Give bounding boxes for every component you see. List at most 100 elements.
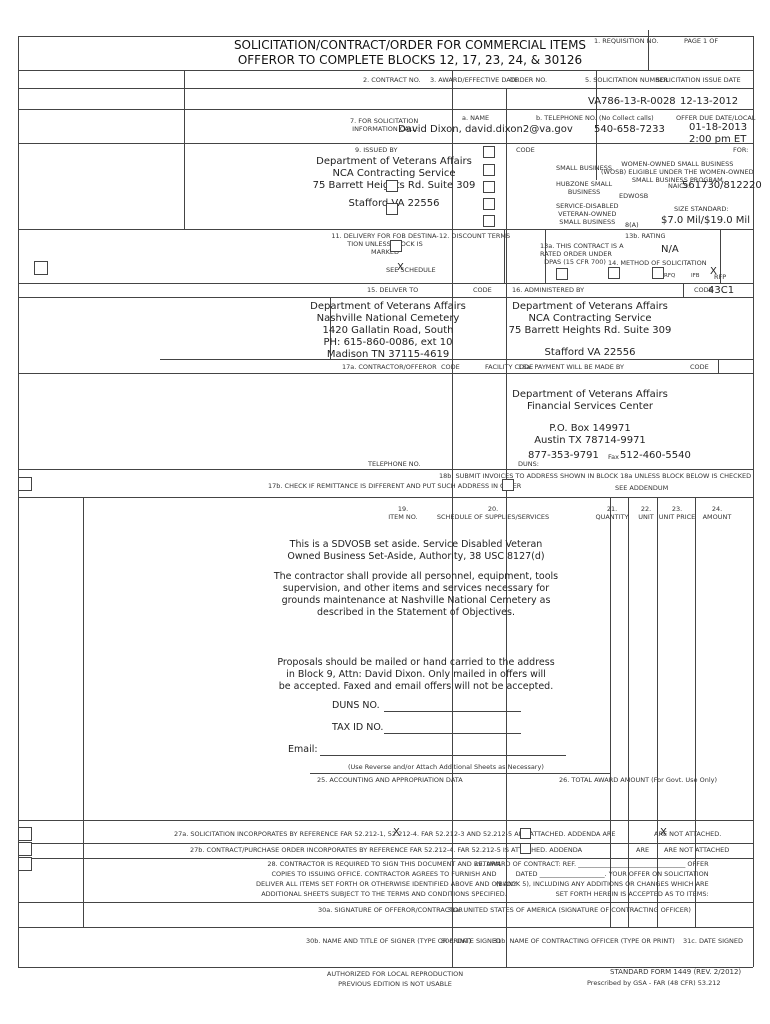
ifb-checkbox[interactable] [652, 267, 664, 279]
due-time: 2:00 pm ET [689, 134, 747, 145]
issued-by-label: 9. ISSUED BY [355, 146, 398, 154]
phone-label: b. TELEPHONE NO. (No Collect calls) [536, 114, 654, 122]
see-schedule-label: SEE SCHEDULE [386, 266, 436, 274]
total-award-label: 26. TOTAL AWARD AMOUNT (For Govt. Use On… [559, 776, 718, 784]
clause-28: 28. CONTRACTOR IS REQUIRED TO SIGN THIS … [256, 860, 517, 898]
eight-a-label: 8(A) [625, 221, 639, 229]
contractor-label: 17a. CONTRACTOR/OFFEROR [342, 363, 437, 371]
clause-29: 29. AWARD OF CONTRACT: REF. ____________… [474, 860, 709, 898]
wosb-label: WOMEN-OWNED SMALL BUSINESS (WOSB) ELIGIB… [601, 160, 754, 184]
delivery-fob-label: 11. DELIVERY FOR FOB DESTINA- TION UNLES… [331, 232, 439, 256]
fax-label: Fax [608, 453, 619, 461]
hubzone-checkbox[interactable] [483, 164, 495, 176]
eight-a-checkbox[interactable] [483, 215, 495, 227]
issue-date: 12-13-2012 [680, 96, 739, 107]
contract-no-label: 2. CONTRACT NO. [363, 76, 421, 84]
rfq-checkbox[interactable] [608, 267, 620, 279]
clause-27b-box[interactable] [520, 843, 531, 854]
size-standard-label: SIZE STANDARD: [674, 205, 729, 213]
rfq-label: RFQ [664, 273, 676, 279]
clause-27b-checkbox[interactable] [18, 842, 32, 856]
form-code: 126 [559, 53, 583, 67]
footer-left: AUTHORIZED FOR LOCAL REPRODUCTION PREVIO… [326, 970, 464, 988]
payment-code-label: CODE [690, 363, 709, 371]
duns-label: DUNS: [518, 460, 539, 468]
deliver-to-label: 15. DELIVER TO [367, 286, 419, 294]
duns-no-line [384, 711, 521, 712]
clause-27a-checkbox[interactable] [18, 827, 32, 841]
col-amount: 24.AMOUNT [702, 505, 732, 521]
issuer-box-2 [386, 203, 398, 215]
col-schedule: 20.SCHEDULE OF SUPPLIES/SERVICES [436, 505, 550, 521]
naics-value: 561730/812220 [682, 180, 762, 191]
date-signed-label: 30c. DATE SIGNED [441, 937, 502, 945]
issue-date-label: SOLICITATION ISSUE DATE [656, 76, 741, 84]
rating-label: 13b. RATING [625, 232, 666, 240]
edwosb-checkbox[interactable] [483, 181, 495, 193]
block7-label: 7. FOR SOLICITATION INFORMATION CALL: [350, 117, 419, 133]
fob-checkbox[interactable] [390, 240, 402, 252]
name-label: a. NAME [462, 114, 490, 122]
clause-28-checkbox[interactable] [18, 857, 32, 871]
page-label: PAGE 1 OF [684, 37, 719, 45]
rfp-mark: X [710, 266, 717, 277]
submit-invoices-label: 18b. SUBMIT INVOICES TO ADDRESS SHOWN IN… [439, 472, 752, 480]
clause-27a-mark-2: X [660, 827, 667, 838]
accounting-label: 25. ACCOUNTING AND APPROPRIATION DATA [317, 776, 463, 784]
email-label: Email: [288, 744, 318, 755]
title-line-1: SOLICITATION/CONTRACT/ORDER FOR COMMERCI… [233, 38, 587, 52]
schedule-paragraph-1: This is a SDVOSB set aside. Service Disa… [287, 539, 545, 562]
col-unit: 22.UNIT [638, 505, 654, 521]
prescribed-label: Prescribed by GSA - FAR (48 CFR) 53.212 [587, 979, 721, 987]
issuer-box-1 [386, 180, 398, 192]
edwosb-label: EDWOSB [619, 192, 649, 200]
remittance-label: 17b. CHECK IF REMITTANCE IS DIFFERENT AN… [268, 482, 522, 490]
title-line-2: OFFEROR TO COMPLETE BLOCKS 12, 17, 23, 2… [237, 53, 583, 67]
left-margin-checkbox[interactable] [34, 261, 48, 275]
rated-order-checkbox[interactable] [556, 268, 568, 280]
admin-code-label: CODE [694, 286, 713, 294]
hubzone-label: HUBZONE SMALL BUSINESS [556, 180, 613, 196]
rated-order-label: 13a. THIS CONTRACT IS A RATED ORDER UNDE… [540, 242, 624, 266]
schedule-paragraph-2: The contractor shall provide all personn… [273, 571, 559, 618]
due-date: 01-18-2013 [689, 122, 748, 133]
tax-id-line [384, 733, 521, 734]
clause-27b-are: ARE [636, 846, 650, 854]
payment-label: 18a. PAYMENT WILL BE MADE BY [518, 363, 625, 371]
contact-phone: 540-658-7233 [594, 124, 665, 135]
standard-form-label: STANDARD FORM 1449 (REV. 2/2012) [610, 968, 742, 976]
naics-label: NAICS: [668, 182, 691, 190]
signature-offeror-label: 30a. SIGNATURE OF OFFEROR/CONTRACTOR [318, 906, 463, 914]
rating-value: N/A [661, 244, 679, 255]
administered-by-label: 16. ADMINISTERED BY [512, 286, 585, 294]
requisition-label: 1. REQUISITION NO. [594, 37, 659, 45]
award-date-label: 3. AWARD/EFFECTIVE DATE [430, 76, 519, 84]
facility-code-label: FACILITY CODE [485, 363, 534, 371]
telephone-label: TELEPHONE NO. [368, 460, 421, 468]
small-business-checkbox[interactable] [483, 146, 495, 158]
signature-officer-label: 31a. UNITED STATES OF AMERICA (SIGNATURE… [447, 906, 691, 914]
clause-27a-box[interactable] [520, 828, 531, 839]
tax-id-label: TAX ID NO. [332, 722, 384, 733]
contact-name: David Dixon, david.dixon2@va.gov [398, 124, 573, 135]
clause-27a-mark: X [393, 827, 400, 838]
officer-date-label: 31c. DATE SIGNED [683, 937, 744, 945]
revision-label: (REV. 2/2012) [693, 968, 742, 976]
solicitation-number: VA786-13-R-0028 [588, 96, 676, 107]
remittance-checkbox[interactable] [18, 477, 32, 491]
discount-terms-label: 12. DISCOUNT TERMS [439, 232, 511, 240]
col-item-no: 19.ITEM NO. [388, 505, 418, 521]
clause-27a-are-not: ARE NOT ATTACHED. [654, 830, 722, 838]
payment-phone: 877-353-9791 [528, 450, 599, 461]
clause-27a: 27a. SOLICITATION INCORPORATES BY REFERE… [174, 830, 616, 838]
schedule-paragraph-3: Proposals should be mailed or hand carri… [277, 657, 555, 692]
due-date-label: OFFER DUE DATE/LOCAL [676, 114, 756, 122]
payment-fax: 512-460-5540 [620, 450, 691, 461]
issued-code-label: CODE [516, 146, 535, 154]
sdvosb-label: SERVICE-DISABLED VETERAN-OWNED SMALL BUS… [556, 202, 619, 226]
reverse-note: (Use Reverse and/or Attach Additional Sh… [348, 763, 544, 771]
remittance-checkbox-2[interactable] [502, 479, 514, 491]
clause-27b: 27b. CONTRACT/PURCHASE ORDER INCORPORATE… [190, 846, 583, 854]
sdvosb-checkbox[interactable] [483, 198, 495, 210]
method-label: 14. METHOD OF SOLICITATION [608, 259, 707, 267]
